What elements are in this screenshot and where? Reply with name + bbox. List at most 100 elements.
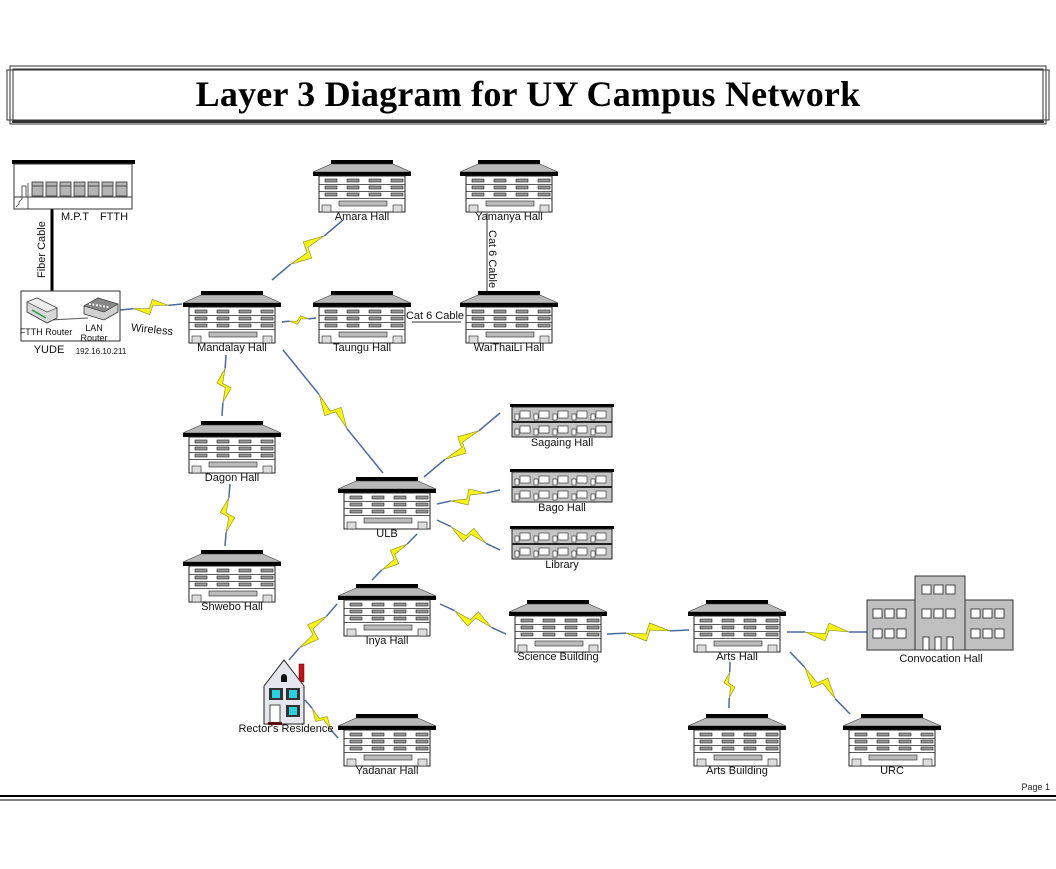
link-artshall-convocation bbox=[787, 623, 867, 641]
link-line-segment bbox=[229, 484, 230, 498]
node-label-sagaing: Sagaing Hall bbox=[531, 437, 593, 449]
lightning-bolt-icon bbox=[626, 623, 670, 641]
link-line-segment bbox=[491, 627, 506, 634]
link-line-segment bbox=[486, 543, 500, 550]
node-label-convocation: Convocation Hall bbox=[899, 653, 982, 665]
lightning-bolt-icon bbox=[805, 667, 836, 699]
link-artshall-artsbuilding bbox=[724, 662, 735, 708]
link-inya-rector bbox=[289, 604, 337, 660]
node-yadanar-icon bbox=[338, 714, 436, 766]
link-line-segment bbox=[289, 648, 300, 660]
ftth-router-label: FTTH Router bbox=[20, 326, 73, 338]
link-ulb-library bbox=[437, 520, 500, 550]
link-line-segment bbox=[347, 429, 383, 473]
link-line-segment bbox=[670, 630, 689, 631]
lightning-bolt-icon bbox=[382, 544, 407, 570]
lightning-bolt-icon bbox=[300, 616, 327, 647]
link-line-segment bbox=[283, 350, 319, 394]
link-line-segment bbox=[486, 490, 500, 493]
link-ulb-sagaing bbox=[424, 413, 500, 477]
link-line-segment bbox=[440, 604, 455, 611]
node-label-bago: Bago Hall bbox=[538, 502, 586, 514]
link-ulb-inya bbox=[372, 534, 417, 580]
link-line-segment bbox=[305, 700, 312, 708]
link-yude-mandalay bbox=[120, 299, 182, 314]
link-mandalay-ulb bbox=[283, 350, 383, 473]
cat6-cable-label-vertical: Cat 6 Cable bbox=[486, 230, 498, 288]
link-line-segment bbox=[282, 321, 289, 322]
link-line-segment bbox=[479, 413, 500, 431]
node-label-artshall: Arts Hall bbox=[716, 651, 758, 663]
node-label-ulb: ULB bbox=[376, 528, 397, 540]
node-shwebo-icon bbox=[183, 550, 281, 602]
lightning-bolt-icon bbox=[217, 368, 231, 402]
node-label-library: Library bbox=[545, 559, 579, 571]
lightning-bolt-icon bbox=[289, 316, 308, 325]
node-label-yamanya: Yamanya Hall bbox=[475, 211, 543, 223]
node-science-icon bbox=[509, 600, 607, 652]
link-line-segment bbox=[424, 459, 445, 477]
page-number: Page 1 bbox=[1021, 782, 1050, 792]
link-mandalay-dagon bbox=[217, 355, 231, 416]
node-waithaili-icon bbox=[460, 291, 558, 343]
fiber-cable-label: Fiber Cable bbox=[36, 221, 48, 278]
link-line-segment bbox=[222, 403, 223, 416]
node-label-waithaili: WaiThaiLi Hall bbox=[474, 342, 545, 354]
link-line-segment bbox=[607, 633, 626, 634]
isp-exchange-icon bbox=[12, 160, 135, 209]
link-line-segment bbox=[225, 532, 226, 546]
node-label-urc: URC bbox=[880, 765, 904, 777]
link-ulb-bago bbox=[437, 489, 500, 505]
ftth-label: FTTH bbox=[100, 211, 128, 223]
lightning-bolt-icon bbox=[451, 489, 486, 505]
lightning-bolt-icon bbox=[455, 611, 492, 628]
node-label-mandalay: Mandalay Hall bbox=[197, 342, 267, 354]
node-label-artsbuilding: Arts Building bbox=[706, 765, 768, 777]
lightning-bolt-icon bbox=[451, 527, 486, 544]
link-line-segment bbox=[225, 355, 226, 368]
node-label-science: Science Building bbox=[517, 651, 598, 663]
link-dagon-shwebo bbox=[220, 484, 235, 546]
node-artsbuilding-icon bbox=[688, 714, 786, 766]
node-mandalay-icon bbox=[183, 291, 281, 343]
link-mandalay-amara bbox=[272, 220, 343, 280]
lightning-bolt-icon bbox=[319, 394, 347, 428]
link-line-segment bbox=[168, 304, 182, 305]
link-line-segment bbox=[120, 309, 134, 310]
lightning-bolt-icon bbox=[805, 623, 849, 641]
lan-router-label-2: Router bbox=[80, 332, 107, 344]
link-line-segment bbox=[407, 534, 417, 544]
node-yamanya-icon bbox=[460, 160, 558, 212]
lightning-bolt-icon bbox=[291, 236, 325, 264]
node-rector-icon bbox=[264, 660, 304, 725]
node-bago-icon bbox=[510, 469, 614, 502]
mpt-label: M.P.T bbox=[61, 211, 89, 223]
node-artshall-icon bbox=[688, 600, 786, 652]
yude-ip-label: 192.16.10.211 bbox=[76, 346, 127, 358]
node-inya-icon bbox=[338, 584, 436, 636]
node-label-dagon: Dagon Hall bbox=[205, 472, 259, 484]
lightning-bolt-icon bbox=[134, 299, 169, 314]
node-label-shwebo: Shwebo Hall bbox=[201, 601, 263, 613]
node-label-amara: Amara Hall bbox=[335, 211, 389, 223]
node-convocation-icon bbox=[867, 576, 1013, 650]
node-label-rector: Rector's Residence bbox=[238, 723, 333, 735]
link-line-segment bbox=[835, 699, 850, 714]
link-mandalay-taungu bbox=[282, 316, 316, 325]
node-urc-icon bbox=[843, 714, 941, 766]
link-line-segment bbox=[437, 520, 451, 527]
link-line-segment bbox=[309, 318, 316, 319]
link-line-segment bbox=[437, 501, 451, 504]
cat6-cable-label-horizontal: Cat 6 Cable bbox=[406, 310, 464, 322]
link-line-segment bbox=[790, 652, 805, 667]
node-amara-icon bbox=[313, 160, 411, 212]
node-taungu-icon bbox=[313, 291, 411, 343]
link-science-artshall bbox=[607, 623, 689, 641]
page-bottom-rule bbox=[0, 796, 1056, 800]
node-dagon-icon bbox=[183, 421, 281, 473]
link-line-segment bbox=[272, 264, 291, 280]
link-line-segment bbox=[326, 604, 337, 616]
node-label-yadanar: Yadanar Hall bbox=[356, 765, 419, 777]
